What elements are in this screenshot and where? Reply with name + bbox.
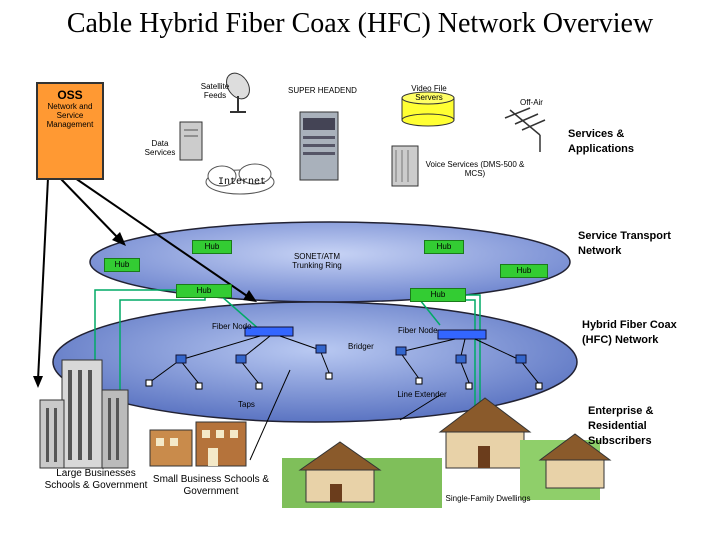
hub: Hub: [104, 258, 140, 272]
off-air-label: Off-Air: [520, 98, 543, 107]
fiber-line: [419, 299, 441, 326]
fiber-line: [465, 299, 476, 420]
video-server-icon: [401, 91, 455, 127]
oss-arrow: [74, 177, 251, 299]
oss-title: OSS: [57, 88, 83, 102]
coax-to-home: [249, 369, 291, 461]
small-business-label: Small Business Schools & Government: [152, 474, 270, 497]
headend-rack-icon: [299, 111, 339, 181]
antenna-icon: [504, 107, 546, 152]
fiber-line: [219, 294, 261, 331]
oss-subtitle: Network and Service Management: [46, 102, 94, 129]
oss-box: OSS Network and Service Management: [36, 82, 104, 180]
data-services-label: Data Services: [144, 139, 176, 157]
single-family-label: Single-Family Dwellings: [445, 494, 531, 503]
oss-arrow: [59, 177, 121, 241]
house-icon: [520, 433, 612, 500]
house-icon: [282, 441, 442, 508]
sonet-ring-label: SONET/ATM Trunking Ring: [292, 252, 342, 270]
internet-cloud-icon: [205, 163, 275, 195]
subscribers-label: Enterprise & Residential Subscribers: [588, 405, 654, 447]
oss-arrow: [37, 177, 49, 381]
hfc-network-label: Hybrid Fiber Coax (HFC) Network: [582, 319, 677, 346]
voice-switch-icon: [391, 145, 419, 187]
hfc-ellipse: [52, 301, 578, 423]
page-title: Cable Hybrid Fiber Coax (HFC) Network Ov…: [66, 8, 654, 39]
fiber-line: [460, 294, 481, 410]
office-building-icon: [39, 359, 129, 469]
bridger-label: Bridger: [348, 342, 374, 351]
small-business-icon: [149, 421, 247, 467]
fiber-node-right-label: Fiber Node: [398, 326, 438, 335]
super-headend-label: SUPER HEADEND: [288, 86, 357, 95]
data-server-icon: [179, 121, 203, 161]
tap-icon: [145, 372, 543, 390]
large-businesses-label: Large Businesses Schools & Government: [44, 468, 148, 491]
hub: Hub: [424, 240, 464, 254]
hub: Hub: [176, 284, 232, 298]
fiber-node-left-label: Fiber Node: [212, 322, 252, 331]
coax-cable: [149, 335, 541, 386]
arrowhead: [112, 232, 126, 246]
services-applications-label: Services & Applications: [568, 128, 635, 155]
satellite-feeds-label: Satellite Feeds: [200, 82, 230, 100]
video-file-servers-label: Video File Servers: [411, 84, 447, 102]
satellite-dish-icon: [226, 72, 250, 113]
voice-services-label: Voice Services (DMS-500 & MCS): [425, 160, 525, 178]
hub: Hub: [192, 240, 232, 254]
taps-label: Taps: [238, 400, 255, 409]
amplifier-icon: [175, 344, 527, 364]
fiber-node-icon: [437, 329, 487, 340]
coax-to-home: [399, 394, 441, 421]
line-extender-label: Line Extender: [397, 390, 447, 399]
fiber-node-icon: [244, 326, 294, 337]
arrowhead: [243, 290, 257, 302]
house-icon: [438, 397, 532, 469]
service-transport-label: Service Transport Network: [578, 230, 671, 257]
arrowhead: [33, 376, 43, 388]
hub: Hub: [410, 288, 466, 302]
internet-label: Internet: [217, 177, 266, 188]
hub: Hub: [500, 264, 548, 278]
